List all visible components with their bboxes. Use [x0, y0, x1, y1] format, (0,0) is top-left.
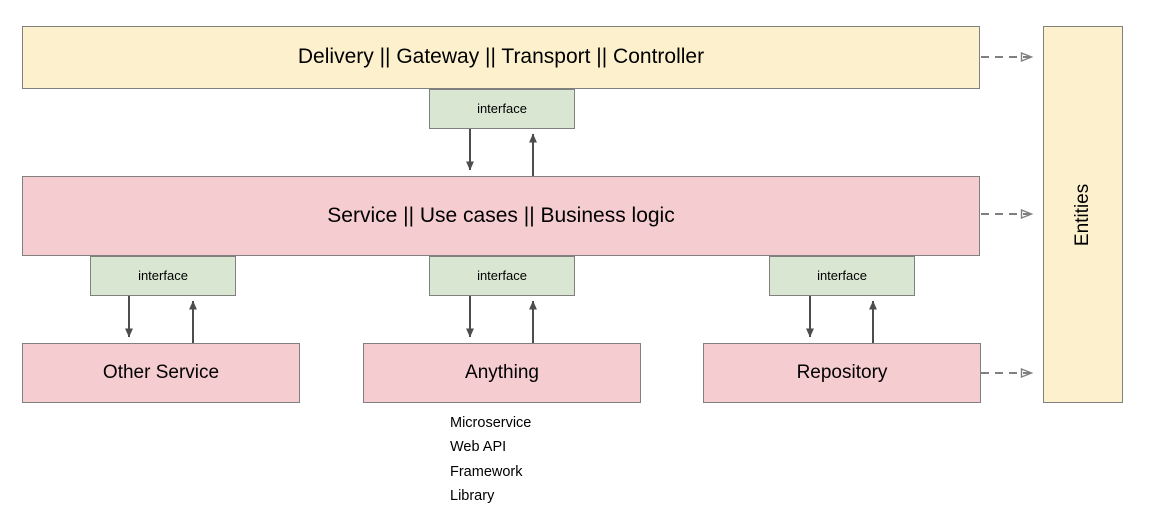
anything-example-item: Framework	[450, 463, 523, 480]
service-layer-label: Service || Use cases || Business logic	[327, 203, 675, 227]
anything-label: Anything	[465, 362, 539, 384]
interface-label: interface	[477, 100, 527, 116]
entities-layer-label: Entities	[1072, 183, 1094, 246]
interface-label: interface	[817, 267, 867, 283]
interface-label: interface	[477, 267, 527, 283]
interface-box-delivery-service[interactable]: interface	[429, 89, 575, 129]
other-service-box[interactable]: Other Service	[22, 343, 300, 403]
interface-label: interface	[138, 267, 188, 283]
interface-box-repository[interactable]: interface	[769, 256, 915, 296]
repository-label: Repository	[796, 362, 888, 384]
anything-box[interactable]: Anything	[363, 343, 641, 403]
interface-box-anything[interactable]: interface	[429, 256, 575, 296]
interface-box-other-service[interactable]: interface	[90, 256, 236, 296]
delivery-layer-label: Delivery || Gateway || Transport || Cont…	[297, 45, 705, 69]
anything-examples-list: Microservice Web API Framework Library	[450, 411, 531, 508]
repository-box[interactable]: Repository	[703, 343, 981, 403]
anything-example-item: Microservice	[450, 415, 532, 431]
entities-layer-box[interactable]: Entities	[1043, 26, 1123, 403]
other-service-label: Other Service	[102, 362, 220, 384]
service-layer-box[interactable]: Service || Use cases || Business logic	[22, 176, 980, 256]
delivery-layer-box[interactable]: Delivery || Gateway || Transport || Cont…	[22, 26, 980, 89]
anything-example-item: Web API	[450, 439, 507, 456]
anything-example-item: Library	[450, 487, 495, 504]
